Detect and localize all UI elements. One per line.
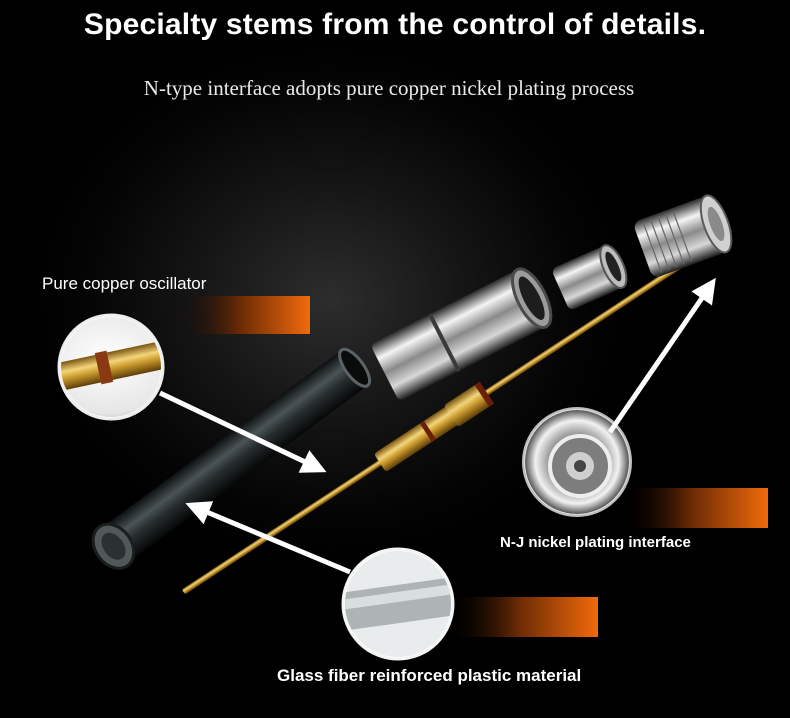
subline: N-type interface adopts pure copper nick… bbox=[143, 76, 635, 100]
chrome-ring bbox=[552, 244, 628, 310]
arrow-icon bbox=[185, 501, 351, 575]
callout-interface-label: N-J nickel plating interface bbox=[500, 534, 691, 551]
n-connector bbox=[634, 194, 733, 277]
headline: Specialty stems from the control of deta… bbox=[83, 8, 707, 41]
fiberglass-tube bbox=[91, 347, 372, 570]
arrow-icon bbox=[158, 390, 327, 473]
oscillator-accent-bar bbox=[182, 296, 310, 334]
interface-accent-bar bbox=[628, 488, 768, 528]
magnifier-circle-icon bbox=[57, 313, 165, 421]
arrow-icon bbox=[607, 277, 716, 434]
material-accent-bar bbox=[452, 597, 598, 637]
magnifier-circle-icon bbox=[522, 407, 632, 517]
callout-material-label: Glass fiber reinforced plastic material bbox=[277, 666, 582, 685]
chrome-sleeve bbox=[372, 267, 553, 400]
magnifier-circle-icon bbox=[341, 547, 455, 661]
callout-oscillator-label: Pure copper oscillator bbox=[42, 274, 207, 293]
